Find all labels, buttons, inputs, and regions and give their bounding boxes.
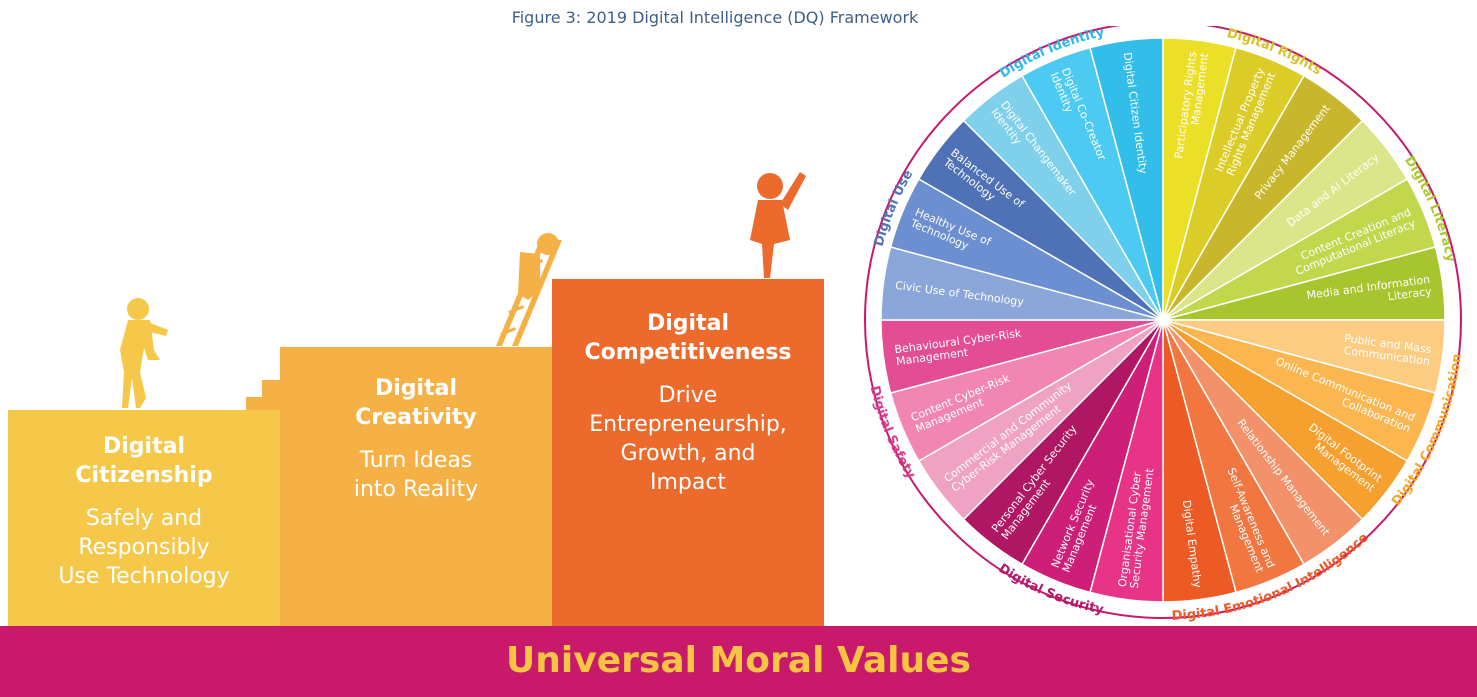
- level-citizenship-title-line1: Digital: [103, 434, 185, 459]
- level-citizenship-desc-line2: Responsibly: [78, 535, 210, 560]
- level-creativity-title-line1: Digital: [375, 376, 457, 401]
- level-competitiveness-desc-line2: Entrepreneurship,: [589, 412, 787, 437]
- banner-title: Universal Moral Values: [506, 640, 971, 681]
- level-citizenship-block: [8, 410, 280, 627]
- level-competitiveness-desc-line3: Growth, and: [620, 441, 756, 466]
- level-competitiveness-desc-line4: Impact: [649, 470, 727, 495]
- level-creativity-text: Digital Creativity Turn Ideas into Reali…: [280, 374, 552, 504]
- level-citizenship-desc-line3: Use Technology: [58, 564, 230, 589]
- level-citizenship-title: Digital Citizenship: [8, 432, 280, 490]
- wheel-segment-balanced-use-of-technology: [917, 119, 1164, 321]
- level-competitiveness-title-line1: Digital: [647, 311, 729, 336]
- figure-caption: Figure 3: 2019 Digital Intelligence (DQ)…: [511, 8, 919, 27]
- level-creativity-title: Digital Creativity: [280, 374, 552, 432]
- level-competitiveness-desc: Drive Entrepreneurship, Growth, and Impa…: [552, 381, 824, 497]
- reaching-child-silhouette: [750, 172, 806, 278]
- dq-levels-staircase: [8, 172, 824, 627]
- level-citizenship-text: Digital Citizenship Safely and Responsib…: [8, 432, 280, 591]
- level-competitiveness-text: Digital Competitiveness Drive Entreprene…: [552, 309, 824, 497]
- level-competitiveness-title: Digital Competitiveness: [552, 309, 824, 367]
- walking-child-silhouette: [120, 298, 168, 408]
- level-creativity-steps: [246, 347, 552, 627]
- level-creativity-desc: Turn Ideas into Reality: [280, 446, 552, 504]
- climbing-child-silhouette: [496, 233, 562, 346]
- level-citizenship-desc-line1: Safely and: [85, 506, 203, 531]
- moral-values-banner: Universal Moral Values: [0, 626, 1477, 697]
- level-creativity-desc-line1: Turn Ideas: [359, 448, 473, 473]
- level-citizenship-title-line2: Citizenship: [75, 463, 213, 488]
- level-citizenship-desc: Safely and Responsibly Use Technology: [8, 504, 280, 591]
- level-competitiveness-block: [552, 279, 824, 627]
- level-creativity-title-line2: Creativity: [355, 405, 477, 430]
- level-competitiveness-title-line2: Competitiveness: [584, 340, 792, 365]
- level-competitiveness-desc-line1: Drive: [658, 383, 718, 408]
- level-creativity-desc-line2: into Reality: [353, 477, 479, 502]
